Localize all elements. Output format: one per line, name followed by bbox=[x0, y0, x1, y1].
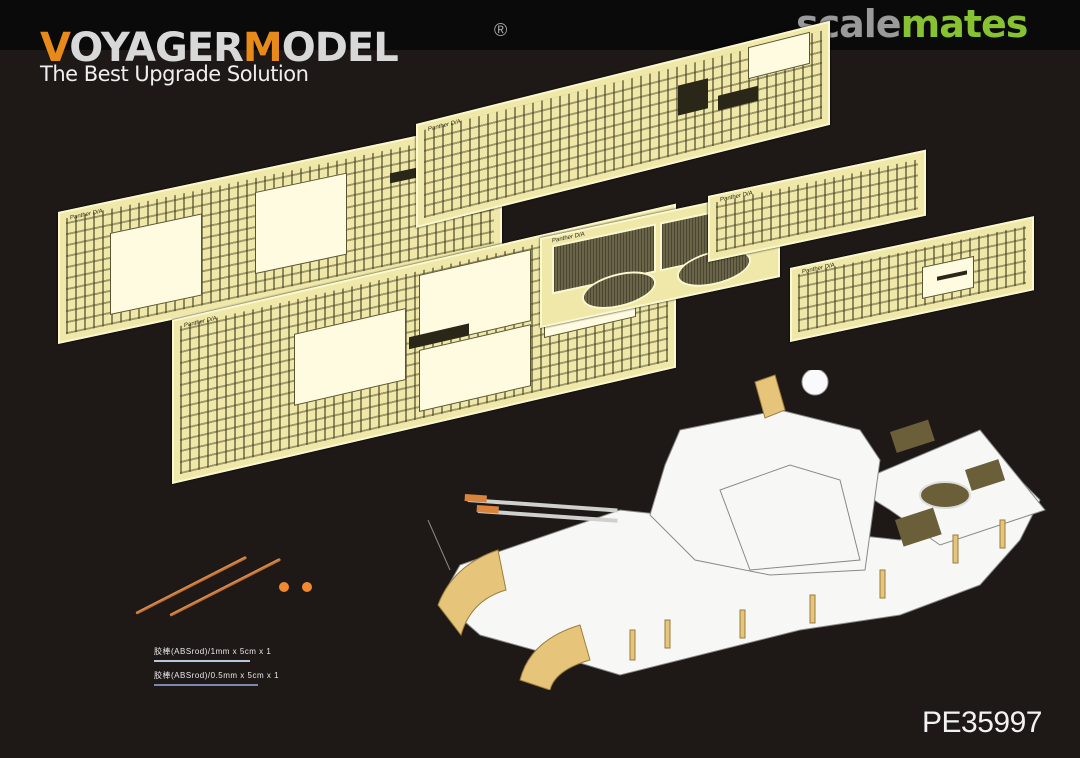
ball-part bbox=[302, 582, 312, 592]
watermark-mates: mates bbox=[900, 2, 1029, 46]
logo-letter-m: M bbox=[242, 25, 283, 71]
rod-legend-1: 胶棒(ABSrod)/1mm x 5cm x 1 bbox=[154, 647, 272, 656]
product-code: PE35997 bbox=[922, 706, 1042, 739]
top-bar bbox=[0, 0, 1080, 50]
rod-legend-underline bbox=[154, 684, 258, 686]
logo-text-oyager: OYAGER bbox=[69, 25, 244, 71]
brand-logo: VOYAGERMODEL bbox=[40, 25, 399, 71]
tagline: The Best Upgrade Solution bbox=[40, 62, 309, 86]
rod-legend-underline bbox=[154, 660, 250, 662]
ball-part bbox=[279, 582, 289, 592]
scalemates-watermark: scalemates bbox=[796, 2, 1029, 46]
registered-mark: ® bbox=[494, 20, 508, 40]
tank-model-illustration bbox=[427, 370, 1046, 690]
logo-letter-v: V bbox=[40, 25, 70, 71]
logo-text-odel: ODEL bbox=[281, 25, 399, 71]
rod-legend-2: 胶棒(ABSrod)/0.5mm x 5cm x 1 bbox=[154, 671, 280, 680]
